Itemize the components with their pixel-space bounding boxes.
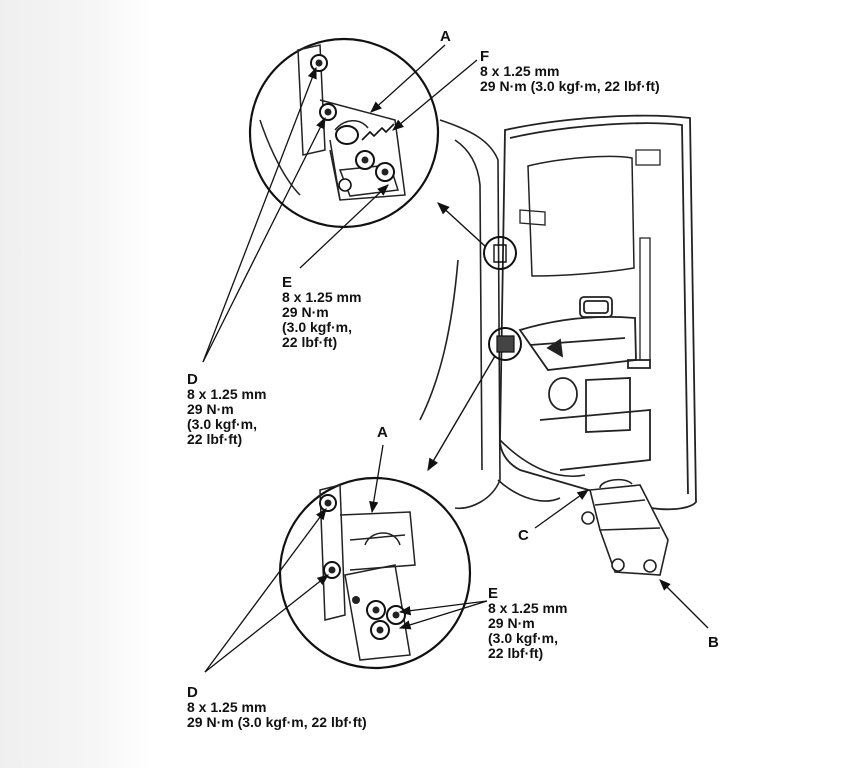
callout-upper-e-letter: E: [282, 274, 293, 291]
callout-f-size: 8 x 1.25 mm: [480, 63, 560, 79]
callout-lower-d: D 8 x 1.25 mm 29 N·m (3.0 kgf·m, 22 lbf·…: [187, 684, 367, 730]
callout-lower-a: A: [377, 424, 388, 441]
callout-upper-e: E 8 x 1.25 mm 29 N·m (3.0 kgf·m, 22 lbf·…: [282, 274, 362, 350]
callout-lower-d-letter: D: [187, 684, 198, 701]
upper-hinge-locator: [483, 236, 517, 270]
callout-f: F 8 x 1.25 mm 29 N·m (3.0 kgf·m, 22 lbf·…: [480, 49, 660, 94]
callout-f-letter: F: [480, 48, 490, 65]
upper-detail-arrow: [437, 202, 487, 248]
callout-upper-d: D 8 x 1.25 mm 29 N·m (3.0 kgf·m, 22 lbf·…: [187, 371, 267, 447]
upper-hinge-detail: [248, 37, 440, 229]
vehicle-body: [419, 119, 586, 509]
lower-hinge-locator: [488, 327, 522, 361]
callout-upper-d-letter: D: [187, 371, 198, 388]
callout-upper-a: A: [440, 28, 451, 45]
callout-b: B: [708, 634, 719, 651]
lower-hinge-detail: [278, 476, 472, 670]
lower-detail-arrow: [427, 355, 496, 472]
callout-lower-e-letter: E: [488, 585, 499, 602]
callout-f-torque: 29 N·m (3.0 kgf·m, 22 lbf·ft): [480, 78, 660, 94]
rear-door: [499, 114, 697, 511]
callout-lower-e: E 8 x 1.25 mm 29 N·m (3.0 kgf·m, 22 lbf·…: [488, 585, 568, 661]
callout-c: C: [518, 527, 529, 544]
floor-jack: [581, 478, 669, 576]
faded-page-edge: [0, 0, 150, 768]
leader-lines: [202, 44, 709, 673]
